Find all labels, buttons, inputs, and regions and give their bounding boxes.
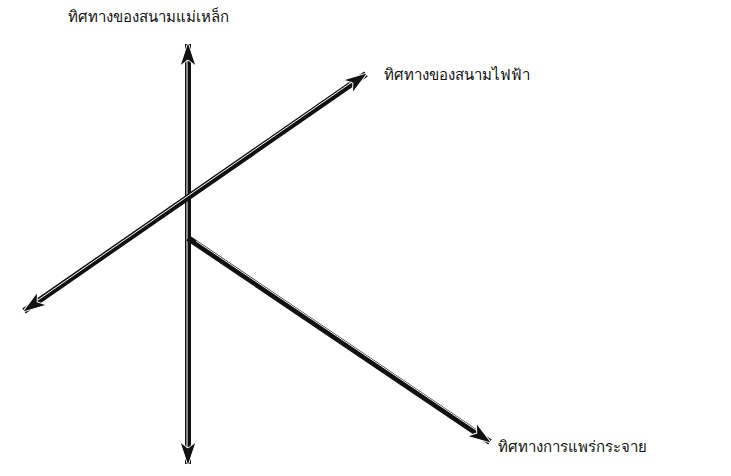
magnetic-field-label: ทิศทางของสนามแม่เหล็ก: [66, 8, 231, 26]
electric-field-label: ทิศทางของสนามไฟฟ้า: [382, 66, 532, 84]
magnetic-axis-highlight: [187, 60, 188, 448]
electric-axis: [24, 74, 366, 311]
magnetic-axis: [185, 44, 191, 464]
electric-axis-highlight: [38, 82, 352, 300]
propagation-axis-highlight: [196, 241, 476, 430]
propagation-axis: [188, 238, 490, 442]
propagation-label: ทิศทางการแพร่กระจาย: [496, 438, 649, 456]
